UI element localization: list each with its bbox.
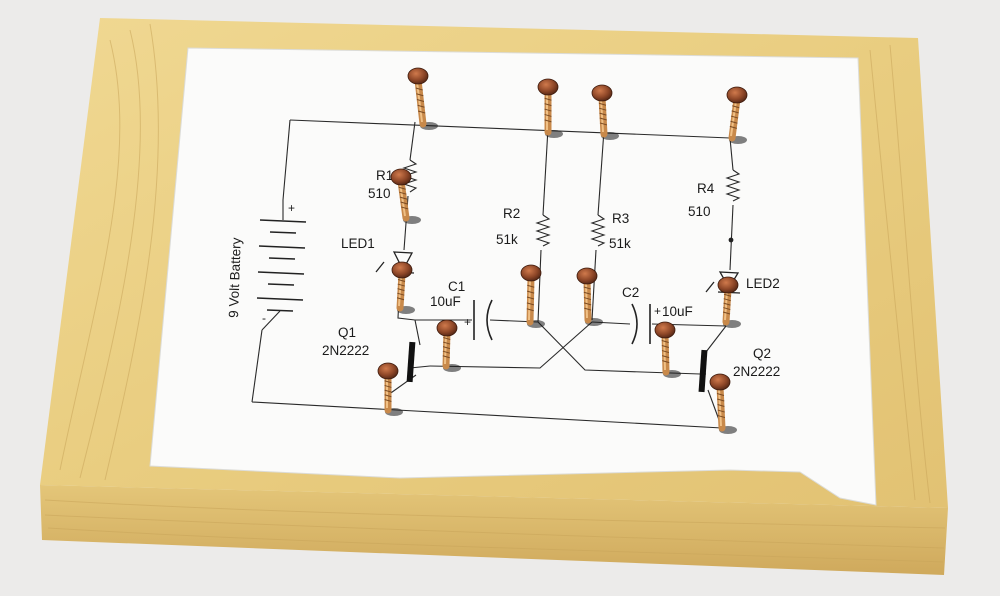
copper-nail bbox=[591, 84, 619, 140]
battery-minus-label: - bbox=[262, 311, 266, 325]
q1-part-label: 2N2222 bbox=[322, 343, 369, 358]
resistor-r2-symbol bbox=[535, 214, 551, 247]
copper-nail bbox=[537, 78, 563, 138]
c2-polarity-label: + bbox=[654, 304, 661, 318]
copper-nail bbox=[520, 264, 545, 328]
copper-nail bbox=[377, 362, 403, 416]
copper-nail bbox=[391, 261, 415, 314]
copper-nails bbox=[377, 67, 748, 434]
resistor-r4-symbol bbox=[725, 169, 741, 202]
copper-nail bbox=[576, 267, 603, 326]
q2-name-label: Q2 bbox=[753, 346, 771, 361]
c1-polarity-label: + bbox=[464, 315, 471, 329]
q1-name-label: Q1 bbox=[338, 325, 356, 340]
transistor-q2-symbol bbox=[698, 349, 708, 393]
copper-nail bbox=[726, 86, 748, 144]
r2-name-label: R2 bbox=[503, 206, 520, 221]
resistor-r3-symbol bbox=[590, 214, 606, 247]
wood-grain bbox=[44, 23, 946, 563]
c2-name-label: C2 bbox=[622, 285, 639, 300]
r1-name-label: R1 bbox=[376, 168, 393, 183]
copper-nail bbox=[407, 67, 438, 130]
c1-name-label: C1 bbox=[448, 279, 465, 294]
q2-part-label: 2N2222 bbox=[733, 364, 780, 379]
r4-value-label: 510 bbox=[688, 204, 711, 219]
battery-symbol bbox=[256, 219, 307, 312]
c2-value-label: 10uF bbox=[662, 304, 693, 319]
copper-nail bbox=[390, 168, 421, 224]
r2-value-label: 51k bbox=[496, 232, 518, 247]
schematic-wires bbox=[251, 119, 734, 429]
copper-nail bbox=[436, 319, 461, 372]
led1-label: LED1 bbox=[341, 236, 375, 251]
schematic-labels: 9 Volt Battery + - R1 510 R2 51k R3 51k … bbox=[226, 168, 780, 379]
copper-nail bbox=[654, 321, 681, 378]
c1-value-label: 10uF bbox=[430, 294, 461, 309]
copper-nail bbox=[709, 373, 737, 434]
transistor-q1-symbol bbox=[406, 341, 416, 383]
led2-label: LED2 bbox=[746, 276, 780, 291]
battery-plus-label: + bbox=[288, 201, 295, 215]
paper-sheet bbox=[149, 47, 877, 506]
capacitor-c1-symbol bbox=[473, 299, 493, 341]
r4-name-label: R4 bbox=[697, 181, 715, 196]
capacitor-c2-symbol bbox=[631, 303, 651, 345]
r1-value-label: 510 bbox=[368, 186, 391, 201]
copper-nail bbox=[717, 276, 741, 328]
board-front-edge bbox=[40, 485, 948, 575]
battery-label: 9 Volt Battery bbox=[226, 237, 244, 318]
r3-value-label: 51k bbox=[609, 236, 631, 251]
schematic-components bbox=[256, 159, 741, 393]
r3-name-label: R3 bbox=[612, 211, 629, 226]
